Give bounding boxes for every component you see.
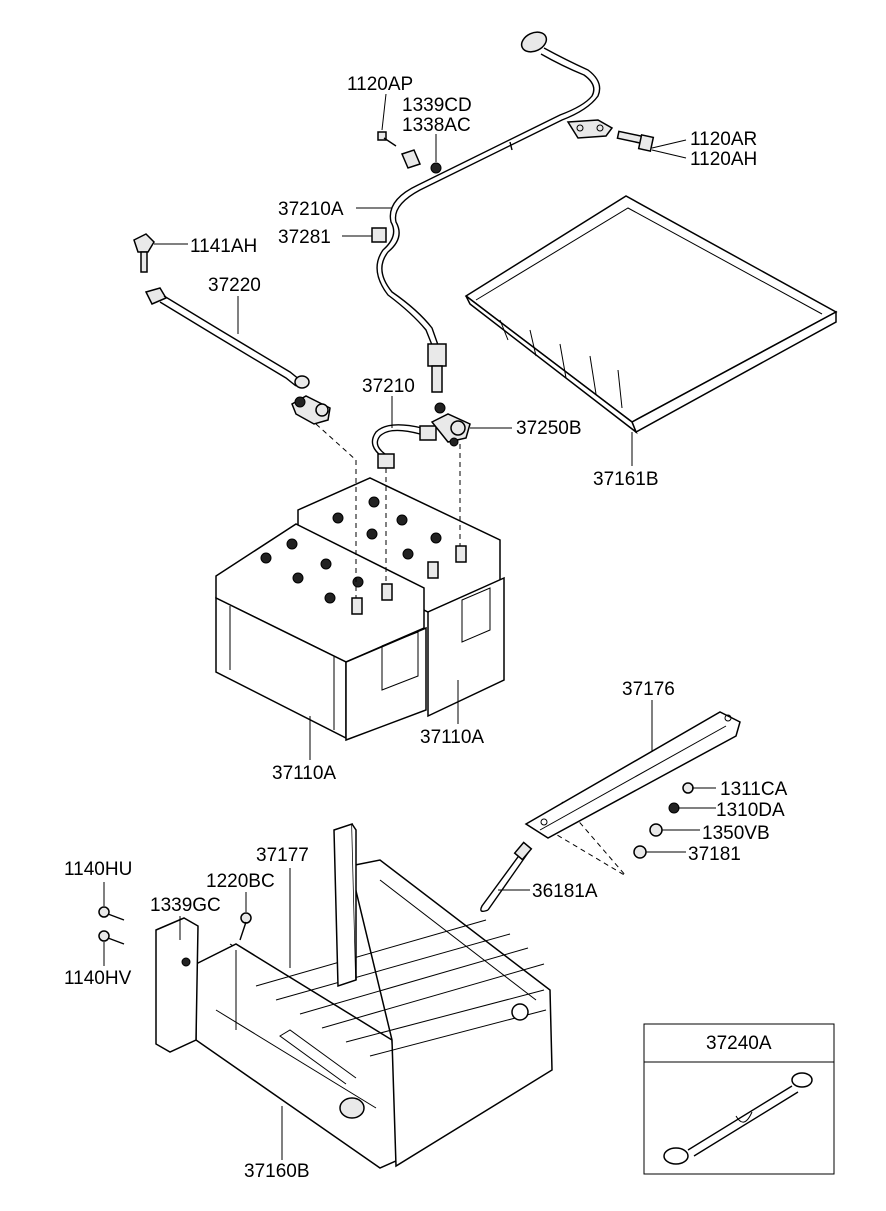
positive-cable-assembly — [376, 31, 601, 393]
link-cable-37210 — [371, 424, 437, 469]
battery-tray-37160B — [195, 859, 553, 1169]
label-37220: 37220 — [208, 275, 261, 296]
label-1339GC: 1339GC — [150, 895, 221, 916]
label-37161B: 37161B — [593, 469, 659, 490]
inset-37240A — [643, 1023, 835, 1175]
battery-caps — [260, 496, 467, 615]
label-1120AP: 1120AP — [347, 74, 414, 95]
label-1311CA: 1311CA — [720, 779, 788, 800]
terminal-left — [291, 395, 331, 425]
bolts-1140HU-HV — [98, 906, 125, 945]
label-1220BC: 1220BC — [206, 871, 275, 892]
label-37176: 37176 — [622, 679, 675, 700]
side-bracket-1339GC — [155, 917, 199, 1053]
label-37240A: 37240A — [706, 1033, 772, 1054]
battery-cover-37161B — [464, 195, 838, 435]
label-1339CD: 1339CD — [402, 95, 472, 116]
leader-lines — [103, 93, 716, 1160]
bolt-1120AR — [616, 130, 655, 152]
label-37210A: 37210A — [278, 199, 344, 220]
clip-1339CD — [400, 149, 422, 169]
bolt-1120AP — [377, 131, 397, 147]
cable-bracket — [566, 119, 614, 139]
label-1310DA: 1310DA — [716, 800, 785, 821]
label-1141AH: 1141AH — [190, 236, 258, 257]
label-36181A: 36181A — [532, 881, 598, 902]
bolt-1141AH — [133, 233, 155, 273]
tray-bracket-37177 — [333, 822, 357, 988]
clip-37281 — [371, 227, 387, 243]
label-37177: 37177 — [256, 845, 309, 866]
label-37160B: 37160B — [244, 1161, 310, 1182]
j-bolt-36181A — [480, 841, 533, 913]
label-1338AC: 1338AC — [402, 115, 471, 136]
label-1120AR: 1120AR — [690, 129, 758, 150]
terminal-37250B — [430, 402, 471, 447]
label-37210: 37210 — [362, 376, 415, 397]
label-37181: 37181 — [688, 844, 741, 865]
label-37250B: 37250B — [516, 418, 582, 439]
label-1120AH: 1120AH — [690, 149, 758, 170]
nut-1338AC — [430, 162, 442, 174]
label-1140HV: 1140HV — [64, 968, 132, 989]
bolt-1220BC — [239, 912, 252, 941]
label-37110A-right: 37110A — [420, 727, 485, 748]
fasteners-1311CA-37181 — [633, 782, 694, 859]
label-1140HU: 1140HU — [64, 859, 133, 880]
negative-cable-37220 — [144, 287, 310, 389]
hold-down-bar-37176 — [524, 711, 741, 839]
label-37281: 37281 — [278, 227, 331, 248]
label-1350VB: 1350VB — [702, 823, 770, 844]
battery-right — [297, 477, 505, 718]
label-37110A-left: 37110A — [272, 763, 337, 784]
